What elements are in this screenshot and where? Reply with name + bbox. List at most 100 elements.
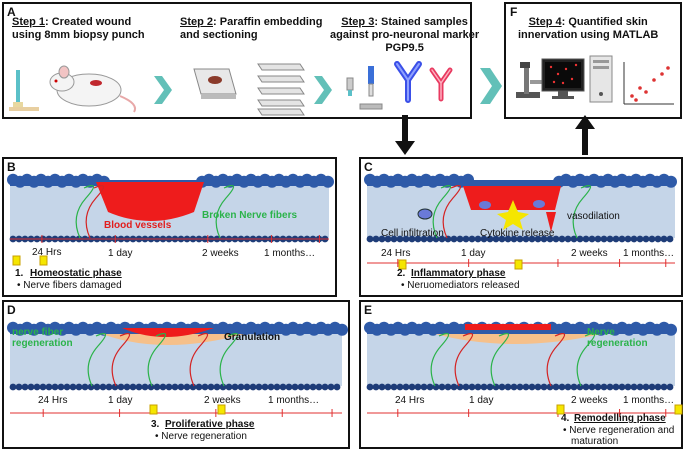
subcutaneous-layer: [366, 383, 674, 391]
chevron-a-to-f-icon: [480, 68, 502, 104]
phase-e-bullet2: maturation: [571, 436, 619, 447]
step1-line2: using 8mm biopsy punch: [12, 29, 145, 41]
panel-a-label: A: [7, 5, 16, 19]
cell-infiltration-label: Cell infiltration: [381, 228, 444, 239]
subcutaneous-layer: [9, 235, 329, 243]
step1-prefix: Step 1: [12, 16, 46, 28]
timeline-d-1: 1 day: [108, 395, 133, 406]
phase-d-bullet: • Nerve regeneration: [155, 431, 247, 442]
nerve-fibers: [432, 185, 592, 239]
monitor-icon: [541, 58, 585, 99]
phase-c-num: 2.: [397, 268, 406, 279]
step2-title: Step 2: Paraffin embedding and sectionin…: [180, 16, 322, 42]
biopsy-punch-icon: [9, 70, 39, 111]
phase-d-num: 3.: [151, 419, 160, 430]
step3-line3: PGP9.5: [385, 42, 424, 54]
panel-f-label: F: [510, 5, 518, 19]
panel-d-label: D: [7, 303, 16, 317]
timeline-e-3: 1 months…: [623, 395, 675, 406]
panel-c-skin: [364, 173, 677, 270]
nerve-regen-d-2: regeneration: [12, 338, 73, 349]
timeline: [10, 404, 342, 417]
timeline-e-1: 1 day: [469, 395, 494, 406]
timeline-d-3: 1 months…: [268, 395, 320, 406]
panel-b-skin: [7, 173, 334, 266]
step2-prefix: Step 2: [180, 16, 214, 28]
nerve-e-1: Nerve: [587, 327, 615, 338]
arrow-up-icon: [575, 115, 595, 155]
vasodilation-label: vasodilation: [567, 211, 620, 222]
dilated-vessel: [546, 212, 556, 232]
panel-b-label: B: [7, 160, 16, 174]
timeline-b-1: 1 day: [108, 248, 133, 259]
step1-text: : Created wound: [45, 16, 132, 28]
step4-text: : Quantified skin: [561, 16, 648, 28]
timeline-b-0: 24 Hrs: [32, 247, 62, 258]
phase-b-num: 1.: [15, 268, 24, 279]
slides-icon: [257, 63, 305, 116]
subcutaneous-layer: [366, 235, 674, 243]
nerve-fibers: [87, 333, 239, 387]
timeline-b-3: 1 months…: [264, 248, 316, 259]
rat-icon: [49, 65, 136, 113]
step4-line2: innervation using MATLAB: [518, 29, 659, 41]
cytokine-star-icon: [497, 200, 529, 230]
timeline-c-3: 1 months…: [623, 248, 675, 259]
timeline-b-2: 2 weeks: [202, 248, 239, 259]
timeline-marker: [39, 255, 48, 266]
broken-nerves-label: Broken Nerve fibers: [202, 210, 298, 221]
panel-e-skin: [364, 321, 683, 417]
subcutaneous-layer: [9, 383, 341, 391]
timeline-marker: [514, 259, 523, 270]
pipette-icon: [346, 66, 383, 110]
timeline: [367, 259, 675, 270]
computer-tower-icon: [589, 55, 613, 103]
remodeling-tissue: [435, 334, 601, 344]
paraffin-block-icon: [193, 68, 237, 99]
timeline-marker: [217, 404, 226, 415]
chevron-2-icon: [314, 76, 332, 104]
phase-e-bullet: • Nerve regeneration and: [563, 425, 675, 436]
antibody-pink-icon: [429, 67, 453, 102]
phase-d-title: Proliferative phase: [165, 419, 255, 430]
nerve-e-2: regeneration: [587, 338, 648, 349]
timeline-d-0: 24 Hrs: [38, 395, 68, 406]
panel-d-skin: [7, 321, 348, 417]
step2-text: : Paraffin embedding: [213, 16, 323, 28]
timeline-e-2: 2 weeks: [571, 395, 608, 406]
wound-scab: [465, 324, 551, 330]
immune-cell-icon: [417, 208, 433, 220]
panel-a-illustrations: [9, 61, 453, 116]
timeline-marker: [149, 404, 158, 415]
wound-scab: [122, 328, 214, 337]
immune-cell-icon: [479, 201, 491, 209]
step3-text: : Stained samples: [374, 16, 468, 28]
panel-b: B Blood vessels Broken Nerve fibers 24 H…: [2, 157, 337, 297]
blood-vessels-label: Blood vessels: [104, 220, 172, 231]
timeline-c-2: 2 weeks: [571, 248, 608, 259]
timeline-marker: [398, 259, 407, 270]
nerve-regen-d-1: nerve fiber: [12, 327, 64, 338]
panel-f: F Step 4: Quantified skin innervation us…: [504, 2, 682, 119]
epidermis: [364, 173, 677, 188]
timeline: [10, 235, 329, 266]
step4-prefix: Step 4: [528, 16, 562, 28]
panel-e: E Nerve regeneration 24 Hrs 1 day 2 week…: [359, 300, 683, 449]
panel-c: C vasodilation Cell infiltration Cytokin…: [359, 157, 683, 297]
panel-f-illustrations: [516, 55, 674, 105]
timeline-marker: [12, 255, 21, 266]
immune-cell-icon: [533, 200, 545, 208]
phase-b-title: Homeostatic phase: [30, 268, 122, 279]
step2-line2: and sectioning: [180, 29, 258, 41]
chevron-1-icon: [154, 76, 172, 104]
nerve-fibers: [430, 333, 596, 387]
phase-b-bullet: • Nerve fibers damaged: [17, 280, 122, 291]
granulation-label: Granulation: [224, 332, 281, 343]
timeline-c-1: 1 day: [461, 248, 486, 259]
step4-title: Step 4: Quantified skin innervation usin…: [518, 16, 658, 42]
timeline: [367, 404, 683, 417]
microscope-icon: [516, 62, 542, 98]
timeline-d-2: 2 weeks: [204, 395, 241, 406]
panel-e-label: E: [364, 303, 373, 317]
step1-title: Step 1: Created wound using 8mm biopsy p…: [12, 16, 145, 42]
